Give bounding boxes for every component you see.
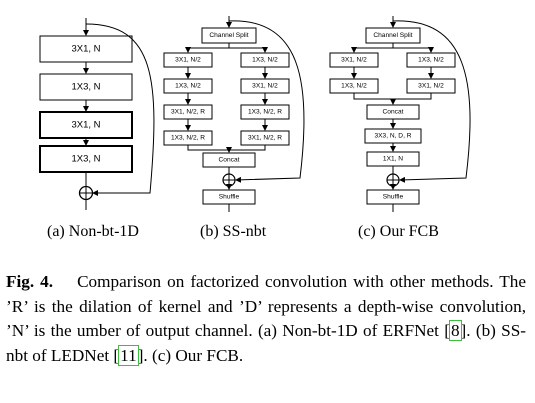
panel-c-merge-left: [353, 93, 393, 100]
panel-b-left-block-4-label: 1X3, N/2, R: [171, 135, 205, 142]
panel-c-shuffle-label: Shuffle: [383, 194, 404, 201]
caption-sentence-1: Comparison on factorized convolution wit…: [77, 272, 494, 291]
panel-c-concat-label: Concat: [383, 109, 404, 116]
architecture-diagram: 3X1, N 1X3, N 3X1, N 1X3, N: [39, 16, 471, 212]
panel-c-split-right-arrow: [393, 47, 434, 53]
panel-c-channel-split-label: Channel Split: [373, 32, 412, 39]
panel-b-merge-left: [187, 145, 229, 151]
panel-c-skip-connection: [392, 20, 471, 183]
panel-c-right-block-2-label: 3X1, N/2: [418, 83, 444, 90]
panel-c-post-block-2-label: 1X1, N: [383, 156, 403, 163]
panel-b-merge-right: [226, 145, 266, 153]
panel-b-concat-label: Concat: [219, 157, 240, 164]
panel-a-diagram: 3X1, N 1X3, N 3X1, N 1X3, N: [39, 18, 155, 210]
panel-c-post-block-1-label: 3X3, N, D, R: [374, 133, 411, 140]
panel-a-block-3: [39, 111, 133, 139]
panel-a-caption: (a) Non-bt-1D: [47, 223, 139, 240]
reference-link-lednet[interactable]: 11: [118, 344, 139, 366]
panel-b-caption: (b) SS-nbt: [200, 223, 267, 240]
panel-c-merge-right: [390, 93, 432, 105]
panel-c-right-block-1-label: 1X3, N/2: [418, 57, 444, 64]
caption-sentence-2: The ’R’ is the dilation of kernel and ’D…: [6, 272, 526, 340]
caption-part-c: ]. (c) Our FCB.: [137, 345, 244, 365]
panel-a-block-1-label: 3X1, N: [71, 44, 100, 55]
panel-b-left-block-1-label: 3X1, N/2: [175, 57, 201, 64]
figure-caption: Fig. 4. Comparison on factorized convolu…: [6, 272, 527, 366]
panel-b-right-block-1-label: 1X3, N/2: [252, 57, 278, 64]
panel-a-skip-connection: [85, 23, 155, 196]
panel-a-block-3-label: 3X1, N: [71, 120, 100, 131]
panel-a-sum-icon: [78, 185, 94, 201]
panel-c-left-block-1-label: 3X1, N/2: [341, 57, 367, 64]
panel-a-block-4-label: 1X3, N: [71, 154, 100, 165]
panel-b-skip-connection: [228, 20, 305, 183]
panel-c-diagram: Channel Split 3X1, N/2 1X3, N/2 1X3, N/2…: [329, 16, 471, 212]
panel-b-left-block-2-label: 1X3, N/2: [175, 83, 201, 90]
caption-part-a: (a) Non-bt-1D of ERFNet [: [257, 321, 450, 340]
caption-part-b: ]. (b) SS-nbt of LEDNet [: [6, 321, 527, 365]
panel-b-right-block-4-label: 3X1, N/2, R: [248, 135, 282, 142]
panel-c-caption: (c) Our FCB: [358, 223, 439, 240]
panel-a-block-2-label: 1X3, N: [71, 82, 100, 93]
panel-b-split-left-arrow: [185, 43, 230, 53]
reference-link-erfnet[interactable]: 8: [448, 320, 462, 341]
panel-b-shuffle-label: Shuffle: [219, 194, 240, 201]
figure-label: Fig. 4: [6, 272, 49, 291]
panel-c-split-left-arrow: [351, 43, 394, 53]
panel-a-block-2: [39, 73, 133, 101]
panel-b-right-block-3-label: 1X3, N/2, R: [248, 109, 282, 116]
panel-c-left-block-2-label: 1X3, N/2: [341, 83, 367, 90]
panel-b-sum-icon: [222, 173, 236, 187]
panel-b-diagram: Channel Split 3X1, N/2 1X3, N/2 3X1, N/2…: [163, 16, 305, 212]
panel-b-channel-split-label: Channel Split: [209, 32, 248, 39]
panel-c-sum-icon: [386, 173, 400, 187]
panel-b-right-block-2-label: 3X1, N/2: [252, 83, 278, 90]
panel-b-left-block-3-label: 3X1, N/2, R: [171, 109, 205, 116]
panel-b-split-right-arrow: [229, 47, 268, 53]
